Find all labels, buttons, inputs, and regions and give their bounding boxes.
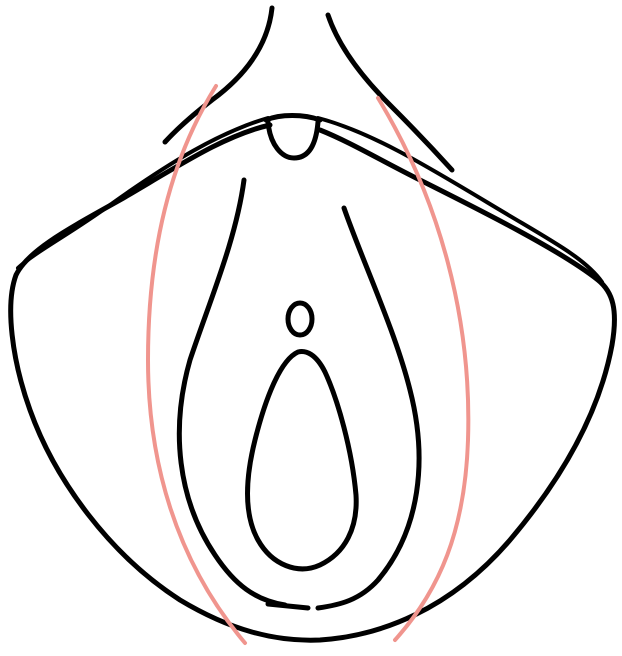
outer-outline: [11, 125, 615, 640]
inner-bottom-dash: [268, 604, 308, 608]
small-ring: [288, 303, 312, 335]
inner-right-stroke: [318, 208, 419, 608]
top-nub-cap: [266, 116, 320, 121]
inner-drop: [247, 352, 356, 569]
top-nub: [268, 122, 318, 158]
